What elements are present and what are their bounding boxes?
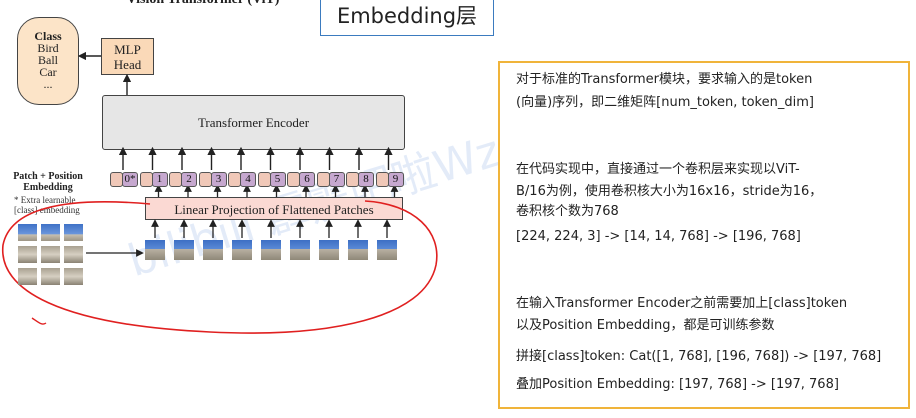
patch-thumbnail <box>319 240 339 260</box>
panel-line: 叠加Position Embedding: [197, 768] -> [197… <box>516 377 839 392</box>
patch-position-embedding-label: Patch + Position Embedding <box>5 171 91 193</box>
extra-learnable-note: * Extra learnable [class] embedding <box>14 195 114 215</box>
class-item: ... <box>43 77 53 91</box>
red-annotation-loop <box>2 200 438 334</box>
transformer-encoder-box: Transformer Encoder <box>102 95 405 150</box>
class-output-box: Class Bird Ball Car ... <box>17 17 79 105</box>
panel-line: (向量)序列，即二维矩阵[num_token, token_dim] <box>516 95 814 110</box>
patch-token: 7 <box>328 172 345 187</box>
patch-token: 5 <box>269 172 286 187</box>
class-box-title: Class <box>34 29 62 43</box>
position-embedding-token <box>257 172 271 187</box>
patch-token: 4 <box>240 172 256 187</box>
patch-token: 0* <box>122 172 138 187</box>
patch-grid-cell <box>18 224 37 241</box>
patch-thumbnail <box>290 240 310 260</box>
panel-line: 在输入Transformer Encoder之前需要加上[class]token <box>516 296 848 311</box>
patch-thumbnail <box>145 240 165 260</box>
position-embedding-token <box>375 172 389 187</box>
extra-note-line: * Extra learnable <box>14 195 76 205</box>
position-embedding-token <box>198 172 212 187</box>
panel-line: 拼接[class]token: Cat([1, 768], [196, 768]… <box>516 349 882 364</box>
slide-title: Embedding层 <box>320 0 494 36</box>
patch-token: 6 <box>299 172 315 187</box>
patch-thumbnail <box>232 240 252 260</box>
patch-thumbnail <box>261 240 281 260</box>
panel-line: B/16为例，使用卷积核大小为16x16，stride为16， <box>516 184 823 199</box>
patch-grid-cell <box>18 246 37 263</box>
class-item: Bird <box>37 41 59 55</box>
patch-grid-cell <box>41 246 60 263</box>
extra-note-line: [class] embedding <box>14 205 80 215</box>
pe-label-line: Embedding <box>23 182 73 193</box>
mlp-head-line: MLP <box>114 42 141 57</box>
patch-token: 1 <box>151 172 168 187</box>
pe-label-line: Patch + Position <box>13 171 83 182</box>
patch-token: 9 <box>387 172 404 187</box>
patch-token: 8 <box>358 172 374 187</box>
mlp-head-line: Head <box>113 57 142 72</box>
position-embedding-token <box>139 172 153 187</box>
panel-line: 对于标准的Transformer模块，要求输入的是token <box>516 72 813 87</box>
class-item: Car <box>39 65 57 79</box>
mlp-head-box: MLP Head <box>101 38 154 75</box>
panel-line: 在代码实现中，直接通过一个卷积层来实现以ViT- <box>516 162 800 177</box>
panel-line: 以及Position Embedding，都是可训练参数 <box>516 318 775 333</box>
position-embedding-token <box>316 172 330 187</box>
patch-token: 3 <box>210 172 227 187</box>
patch-thumbnail <box>203 240 223 260</box>
patch-grid-cell <box>41 224 60 241</box>
patch-grid-cell <box>64 268 83 285</box>
patch-grid-cell <box>18 268 37 285</box>
vit-title: Vision Transformer (ViT) <box>118 0 288 8</box>
patch-grid-cell <box>64 224 83 241</box>
panel-line: [224, 224, 3] -> [14, 14, 768] -> [196, … <box>516 229 801 244</box>
patch-token: 2 <box>181 172 197 187</box>
patch-thumbnail <box>377 240 397 260</box>
class-item: Ball <box>38 53 58 67</box>
patch-thumbnail <box>174 240 194 260</box>
explanation-panel <box>498 61 910 409</box>
panel-line: 卷积核个数为768 <box>516 204 619 219</box>
patch-thumbnail <box>348 240 368 260</box>
patch-grid-cell <box>64 246 83 263</box>
patch-grid-cell <box>41 268 60 285</box>
